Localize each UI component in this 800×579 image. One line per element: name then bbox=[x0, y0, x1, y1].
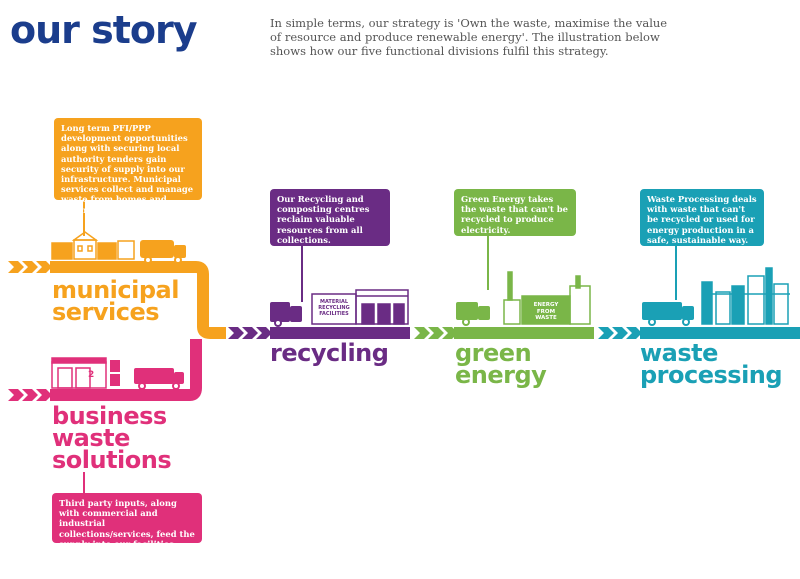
energy-plant-sign: ENERGY FROM WASTE bbox=[533, 302, 559, 321]
waste-processing-description: Waste Processing deals with waste that c… bbox=[640, 189, 764, 246]
municipal-input-chevrons bbox=[8, 261, 52, 273]
green-truck-illustration bbox=[456, 302, 490, 326]
recycling-facility-illustration bbox=[311, 289, 409, 325]
waste-truck-illustration bbox=[642, 302, 694, 326]
energy-plant-illustration bbox=[503, 271, 591, 325]
business-bins-truck-illustration bbox=[110, 360, 184, 390]
intro-text: In simple terms, our strategy is 'Own th… bbox=[270, 16, 668, 58]
business-input-chevrons bbox=[8, 389, 52, 401]
municipal-flow-line bbox=[50, 261, 226, 339]
recycling-facility-sign: MATERIAL RECYCLING FACILITIES bbox=[318, 299, 350, 317]
waste-processing-label: waste processing bbox=[640, 339, 783, 389]
shop-number: 2 bbox=[88, 370, 95, 380]
waste-label-line2: processing bbox=[640, 361, 783, 389]
business-label-line1: business bbox=[52, 402, 167, 430]
business-label-line3: solutions bbox=[52, 446, 172, 474]
recycling-truck-illustration bbox=[270, 302, 302, 327]
municipal-label-line1: municipal bbox=[52, 276, 179, 304]
recycling-bar bbox=[270, 327, 410, 339]
municipal-truck-illustration bbox=[140, 240, 186, 264]
recycling-chevrons bbox=[228, 327, 272, 339]
green-energy-label: green energy bbox=[455, 339, 547, 389]
green-energy-bar bbox=[454, 327, 594, 339]
processing-plant-illustration bbox=[701, 267, 790, 325]
green-label-line2: energy bbox=[455, 361, 547, 389]
green-chevrons bbox=[414, 327, 458, 339]
business-description: Third party inputs, along with commercia… bbox=[52, 493, 202, 549]
waste-chevrons bbox=[598, 327, 642, 339]
municipal-description: Long term PFI/PPP development opportunit… bbox=[54, 118, 202, 215]
waste-label-line1: waste bbox=[640, 339, 718, 367]
waste-processing-bar bbox=[640, 327, 800, 339]
recycling-label: recycling bbox=[270, 339, 389, 367]
green-energy-description: Green Energy takes the waste that can't … bbox=[454, 189, 576, 236]
municipal-label-line2: services bbox=[52, 298, 160, 326]
business-shop-illustration bbox=[51, 357, 107, 389]
business-label-line2: waste bbox=[52, 424, 130, 452]
green-label-line1: green bbox=[455, 339, 532, 367]
municipal-services-label: municipal services bbox=[52, 276, 179, 326]
business-flow-line bbox=[50, 339, 202, 401]
business-waste-label: business waste solutions bbox=[52, 402, 172, 474]
recycling-description: Our Recycling and composting centres rec… bbox=[270, 189, 390, 246]
page-title: our story bbox=[10, 8, 198, 52]
municipal-houses-illustration bbox=[51, 231, 135, 260]
